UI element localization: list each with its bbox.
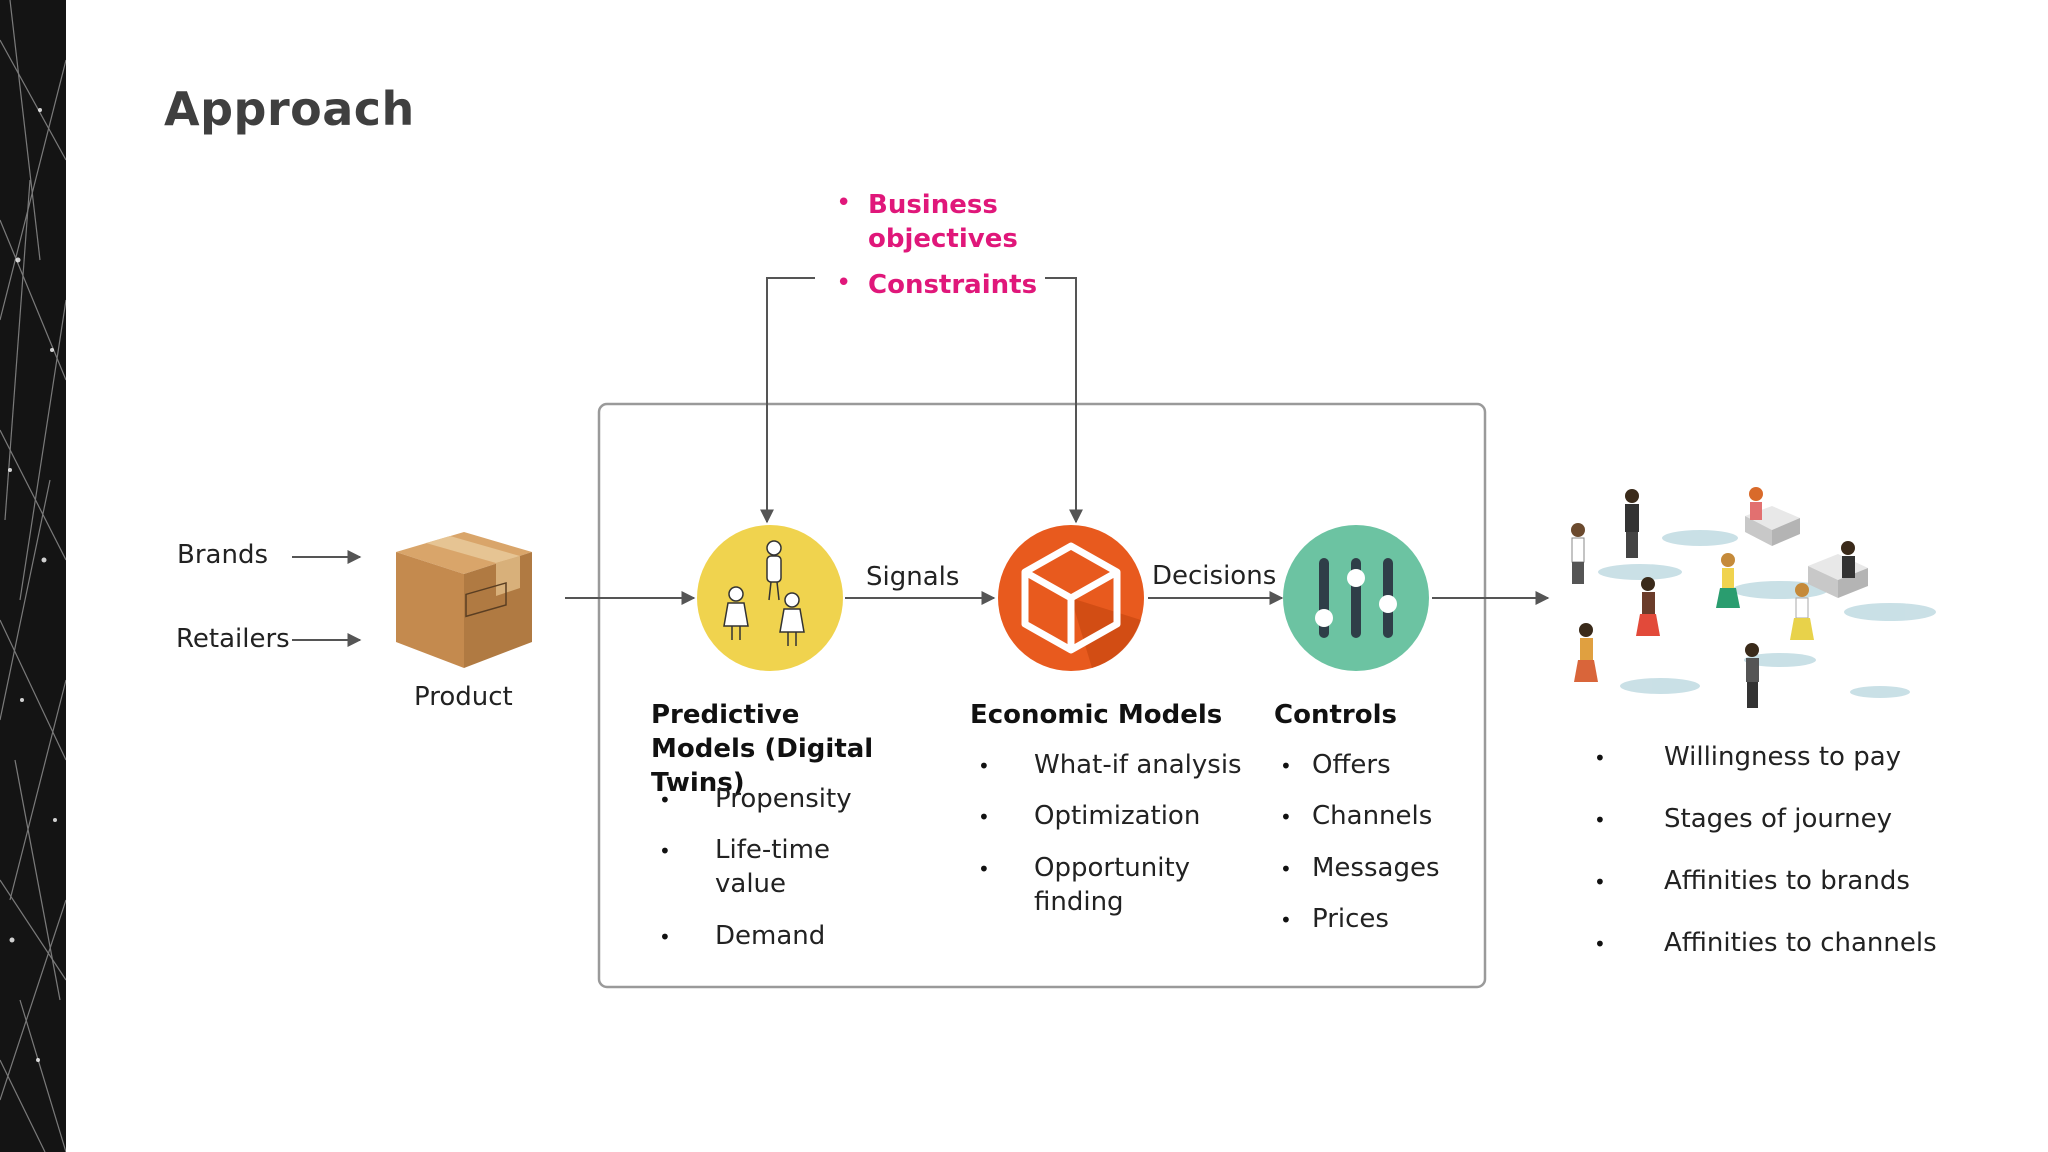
economic-item-optimization: Optimization — [1034, 801, 1201, 831]
controls-item-prices: Prices — [1312, 904, 1389, 934]
list-bullet: • — [659, 925, 671, 949]
brands-label: Brands — [177, 540, 268, 570]
controls-item-channels: Channels — [1312, 801, 1433, 831]
predictive-item-lifetime-value: Life-time value — [715, 835, 830, 899]
customer-item-willingness: Willingness to pay — [1664, 742, 1902, 772]
list-bullet: • — [1594, 808, 1606, 832]
list-bullet: • — [1280, 908, 1292, 932]
slide-title: Approach — [164, 82, 415, 136]
retailers-label: Retailers — [176, 624, 290, 654]
list-bullet: • — [659, 839, 671, 863]
list-bullet: • — [978, 754, 990, 778]
customer-item-journey: Stages of journey — [1664, 804, 1892, 834]
predictive-item-demand: Demand — [715, 921, 826, 951]
economic-item-opportunity: Opportunity finding — [1034, 853, 1191, 917]
objective-business: Business objectives — [868, 190, 1018, 254]
decisions-label: Decisions — [1152, 561, 1277, 591]
objectives-connector — [760, 277, 1083, 524]
list-bullet: • — [1594, 746, 1606, 770]
objective-bullet: • — [836, 268, 852, 298]
crowd-illustration — [1571, 487, 1936, 708]
customer-item-brands: Affinities to brands — [1664, 866, 1910, 896]
economic-models-title: Economic Models — [970, 700, 1223, 730]
list-bullet: • — [978, 857, 990, 881]
list-bullet: • — [1280, 754, 1292, 778]
economic-item-whatif: What-if analysis — [1034, 750, 1242, 780]
objective-constraints: Constraints — [868, 270, 1038, 300]
decorative-network-strip — [0, 0, 66, 1152]
product-label: Product — [414, 682, 513, 712]
list-bullet: • — [1594, 932, 1606, 956]
controls-title: Controls — [1274, 700, 1397, 730]
customer-item-channels: Affinities to channels — [1664, 928, 1937, 958]
people-icon — [697, 525, 843, 671]
cube-icon — [998, 525, 1144, 671]
controls-item-offers: Offers — [1312, 750, 1391, 780]
list-bullet: • — [978, 805, 990, 829]
list-bullet: • — [1280, 805, 1292, 829]
sliders-icon — [1283, 525, 1429, 671]
cardboard-box-icon — [396, 532, 532, 668]
list-bullet: • — [659, 788, 671, 812]
signals-label: Signals — [866, 562, 960, 592]
controls-item-messages: Messages — [1312, 853, 1440, 883]
models-container-box — [597, 402, 1487, 989]
list-bullet: • — [1280, 857, 1292, 881]
predictive-item-propensity: Propensity — [715, 784, 852, 814]
list-bullet: • — [1594, 870, 1606, 894]
predictive-models-title: Predictive Models (Digital Twins) — [651, 700, 874, 798]
objective-bullet: • — [836, 188, 852, 218]
